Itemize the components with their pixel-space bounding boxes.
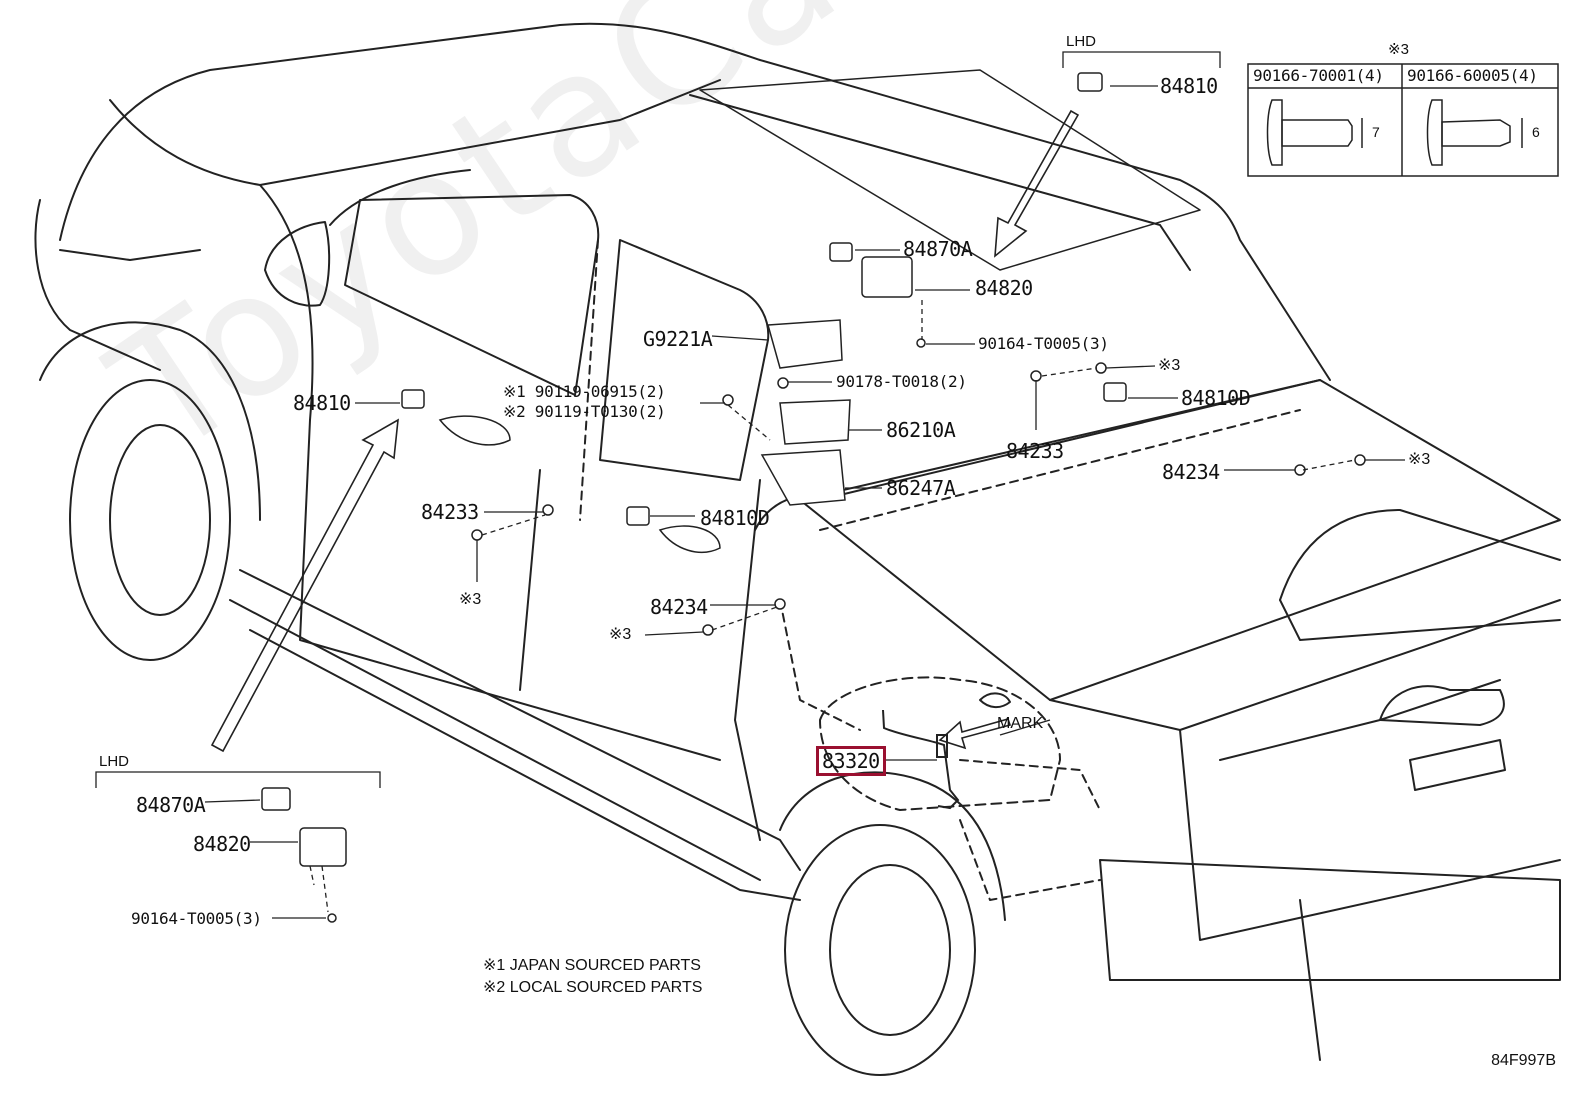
part-label-84820-top: 84820 xyxy=(975,276,1033,300)
part-label-90164-top: 90164-T0005(3) xyxy=(978,334,1109,353)
part-label-mark3-left: ※3 xyxy=(459,591,482,608)
lhd-label-top: LHD xyxy=(1066,33,1097,50)
part-label-86247A: 86247A xyxy=(886,476,956,500)
part-label-mark3-right: ※3 xyxy=(1408,451,1431,468)
part-label-90178: 90178-T0018(2) xyxy=(836,372,967,391)
part-label-86210A: 86210A xyxy=(886,418,956,442)
part-label-84234-right: 84234 xyxy=(1162,460,1220,484)
diagram-code: 84F997B xyxy=(1491,1052,1556,1069)
note-japan-sourced: ※1 JAPAN SOURCED PARTS xyxy=(483,957,701,974)
bolt-table-col1-header: 90166-70001(4) xyxy=(1253,66,1384,85)
part-84810-top xyxy=(1077,72,1103,92)
part-label-84810-top: 84810 xyxy=(1160,74,1218,98)
bolt-table-col1-dim: 7 xyxy=(1372,124,1380,140)
mark-label: MARK xyxy=(997,715,1044,732)
part-label-90119-b: ※2 90119-T0130(2) xyxy=(503,402,666,421)
lhd-label-bottom: LHD xyxy=(99,753,130,770)
part-label-84870A-top: 84870A xyxy=(903,237,973,261)
part-label-mark3-mid: ※3 xyxy=(1158,357,1181,374)
part-label-84233-left: 84233 xyxy=(421,500,479,524)
part-label-84870A-bottom: 84870A xyxy=(136,793,206,817)
part-label-84810D-right: 84810D xyxy=(1181,386,1251,410)
part-label-84810-left: 84810 xyxy=(293,391,351,415)
part-label-84234-mid: 84234 xyxy=(650,595,708,619)
bolt-table-col2-dim: 6 xyxy=(1532,124,1540,140)
part-label-90164-bottom: 90164-T0005(3) xyxy=(131,909,262,928)
bolt-table-mark: ※3 xyxy=(1388,41,1409,58)
part-label-84810D-mid: 84810D xyxy=(700,506,770,530)
part-label-mark3-mid2: ※3 xyxy=(609,626,632,643)
part-label-83320-highlighted[interactable]: 83320 xyxy=(816,746,886,776)
part-label-84233-right: 84233 xyxy=(1006,439,1064,463)
part-label-90119-a: ※1 90119-06915(2) xyxy=(503,382,666,401)
note-local-sourced: ※2 LOCAL SOURCED PARTS xyxy=(483,979,703,996)
bolt-table-col2-header: 90166-60005(4) xyxy=(1407,66,1538,85)
part-label-84820-bottom: 84820 xyxy=(193,832,251,856)
part-label-G9221A: G9221A xyxy=(643,327,713,351)
